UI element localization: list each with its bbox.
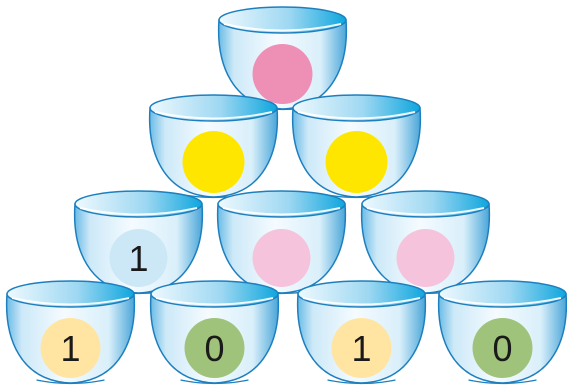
ball-light-yellow — [40, 318, 101, 378]
cup-r1c1 — [291, 94, 422, 199]
ball-light-pink — [252, 229, 311, 287]
cup-rim-highlight — [79, 207, 198, 216]
cup-rim — [74, 190, 203, 218]
cup-r3c2: 1 — [296, 280, 427, 385]
cup-foot — [468, 379, 537, 385]
cup-rim — [292, 94, 421, 122]
cup-rim — [149, 94, 278, 122]
cup-r2c2 — [360, 190, 491, 295]
cup-rim-highlight — [302, 297, 421, 306]
cup-r2c0: 1 — [73, 190, 204, 295]
cup-rim-highlight — [11, 297, 130, 306]
cup-rim-highlight — [366, 207, 485, 216]
cup-foot — [36, 379, 105, 385]
cup-rim-highlight — [223, 23, 342, 32]
ball-yellow — [182, 131, 245, 193]
cup-rim-highlight — [154, 111, 273, 120]
cup-rim — [218, 6, 347, 34]
ball-green — [184, 318, 245, 378]
cup-foot — [180, 379, 249, 385]
cup-r3c0: 1 — [5, 280, 136, 385]
cup-rim — [361, 190, 490, 218]
cup-rim — [438, 280, 567, 308]
cup-r0c0 — [217, 6, 348, 111]
cup-r3c3: 0 — [437, 280, 567, 385]
ball-green — [472, 318, 533, 378]
cup-rim-highlight — [443, 297, 562, 306]
cup-label: 0 — [204, 328, 224, 369]
cup-r1c0 — [148, 94, 279, 199]
cup-r2c1 — [216, 190, 347, 295]
cup-label: 1 — [128, 238, 148, 279]
cup-rim-highlight — [222, 207, 341, 216]
cup-rim — [6, 280, 135, 308]
cup-label: 0 — [492, 328, 512, 369]
ball-yellow — [325, 131, 388, 193]
cup-r3c1: 0 — [149, 280, 280, 385]
ball-light-yellow — [331, 318, 392, 378]
cup-rim-highlight — [297, 111, 416, 120]
ball-light-blue — [109, 229, 168, 287]
cup-rim — [297, 280, 426, 308]
cup-rim — [217, 190, 346, 218]
cup-foot — [327, 379, 396, 385]
cup-label: 1 — [60, 328, 80, 369]
cup-rim — [150, 280, 279, 308]
cup-rim-highlight — [155, 297, 274, 306]
ball-light-pink — [396, 229, 455, 287]
ball-pink — [252, 44, 313, 104]
cup-label: 1 — [351, 328, 371, 369]
